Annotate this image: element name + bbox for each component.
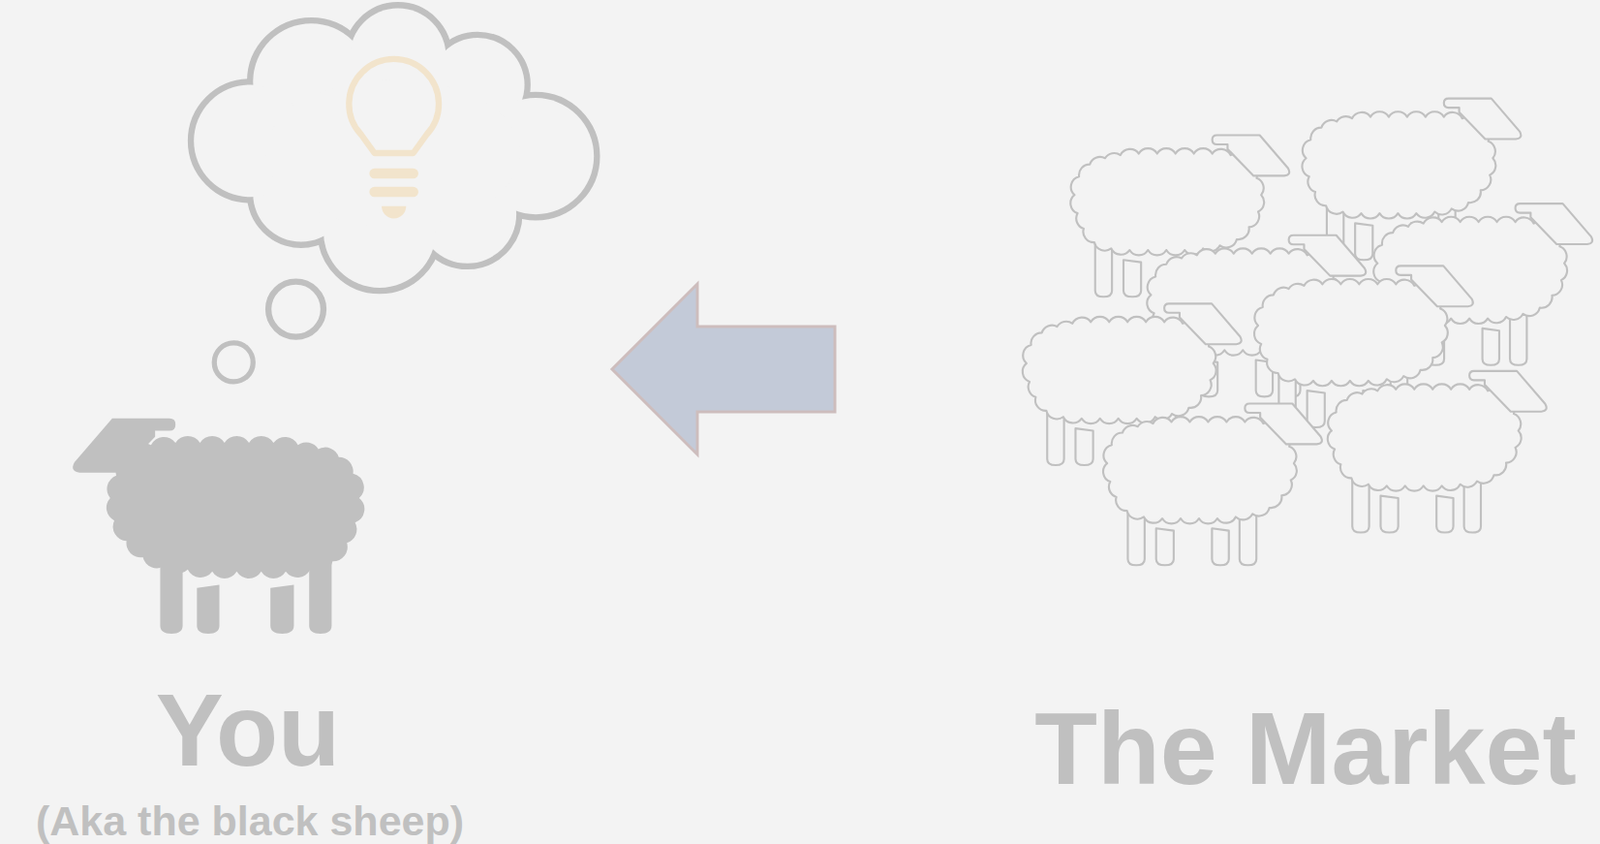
bulb-tip [381, 206, 406, 219]
cloud-outline [193, 7, 594, 288]
node-heading: You [0, 678, 496, 781]
thought-bubble [214, 342, 253, 382]
bulb-glass [348, 59, 439, 154]
block-arrow [612, 283, 835, 455]
cloud-fill [193, 7, 594, 288]
bulb-base-bar [369, 168, 419, 180]
node-subtitle: (Aka the black sheep) [0, 800, 500, 842]
thought-cloud [193, 7, 594, 381]
market-group: The Market [834, 87, 1600, 844]
outline-sheep [1327, 370, 1547, 533]
sheep-flock [1022, 98, 1593, 566]
bulb-base-bar [369, 186, 419, 198]
outline-sheep [1103, 403, 1323, 566]
black-sheep [72, 418, 365, 634]
thought-bubble [268, 281, 324, 338]
lightbulb-icon [348, 59, 439, 219]
node-heading: The Market [1015, 696, 1597, 800]
you-group: You (Aka the black sheep) [0, 368, 613, 844]
